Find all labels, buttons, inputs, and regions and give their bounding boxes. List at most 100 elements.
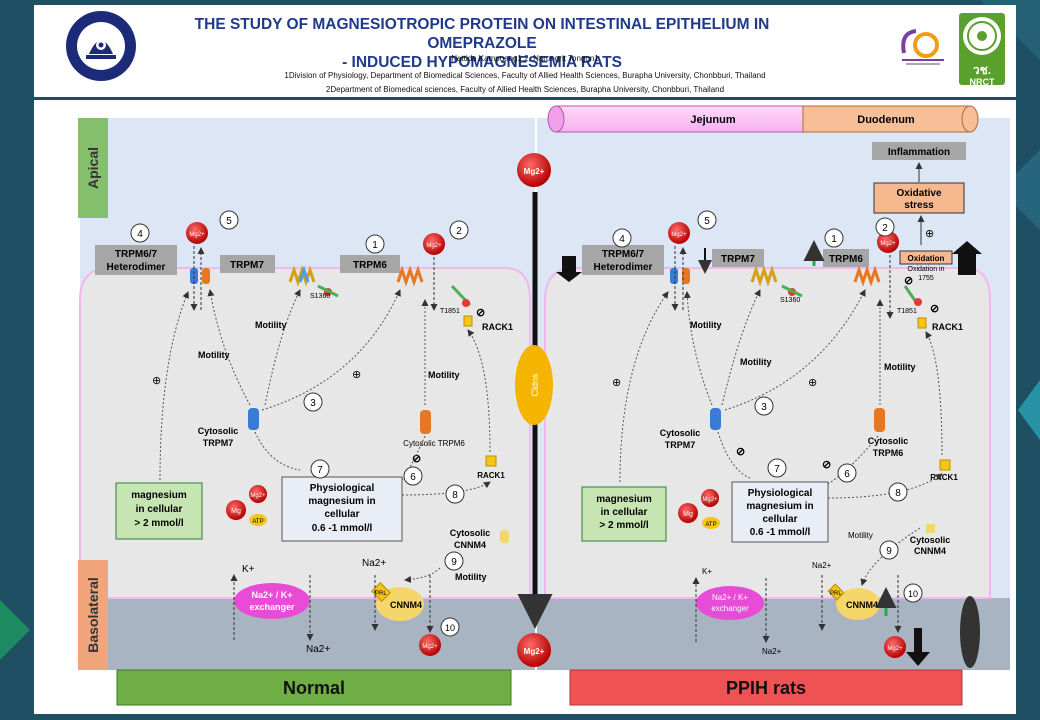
rack1-cytosolic-ppih-label: RACK1: [930, 473, 958, 482]
mg-ion-2-ppih: [877, 231, 899, 253]
oxidative-stress-box: [873, 182, 965, 214]
ppih-panel: Inflammation Oxidative stress ⊕ Oxidatio…: [556, 142, 982, 668]
poster-header: THE STUDY OF MAGNESIOTROPIC PROTEIN ON I…: [34, 5, 1016, 97]
university-seal-logo: [66, 11, 136, 81]
mg-ion-5-label: Mg2+: [189, 232, 205, 238]
trpm67-line1: TRPM6/7: [115, 249, 158, 260]
normal-bar: [116, 669, 512, 706]
inhibit-ppih-icon-1: ⊘: [736, 446, 745, 458]
claudin-channel: [515, 345, 553, 425]
cellular-mg-box-ppih: [581, 486, 667, 542]
na-ppih-cnnm4: Na2+: [812, 561, 832, 570]
mg-ion-5: [186, 222, 208, 244]
step-3-ppih: 3: [761, 402, 767, 413]
step-9: 9: [451, 557, 457, 568]
affiliation-1: 1Division of Physiology, Department of B…: [284, 71, 766, 80]
duodenum-label: Duodenum: [857, 114, 915, 126]
cytosolic-trpm6-ppih-icon: [874, 408, 885, 432]
affiliation-2: 2Department of Biomedical sciences, Facu…: [325, 85, 725, 94]
na-label-exchanger: Na2+: [306, 644, 330, 655]
trpm7-label: TRPM7: [230, 260, 264, 271]
trpm7-box: [220, 255, 275, 273]
s1360-label: S1360: [310, 293, 330, 300]
physiological-mg-box: [281, 476, 403, 542]
cyto-trpm6-ppih-line2: TRPM6: [873, 448, 904, 458]
inhibit-icon: ⊘: [412, 453, 421, 465]
mg-atp-icon: [226, 500, 246, 520]
step-6-ppih: 6: [844, 469, 850, 480]
cyto-cnnm4-line2: CNNM4: [454, 540, 486, 550]
intestine-end-cap: [960, 596, 980, 668]
step-9-ppih: 9: [886, 546, 892, 557]
trpm6-membrane-protein-icon: [396, 265, 473, 327]
phys-line3: cellular: [324, 509, 359, 520]
cytosolic-trpm7-ppih-icon: [710, 408, 721, 430]
mg-ion-10-ppih-label: Mg2+: [887, 646, 903, 652]
trpm67-box-ppih: [582, 245, 664, 275]
step-10: 10: [445, 623, 455, 633]
trpm7-ppih-label: TRPM7: [721, 254, 755, 265]
oxidation-box: [899, 250, 953, 265]
motility-ppih-4: Motility: [848, 531, 873, 540]
step-1: 1: [372, 240, 378, 251]
k-ppih-label: K+: [702, 567, 712, 576]
stimulate-icon-2: ⊕: [352, 369, 361, 381]
cyto-trpm7-ppih-line2: TRPM7: [665, 440, 696, 450]
normal-panel: TRPM6/7 Heterodimer TRPM7 TRPM6 S1360 T1…: [95, 222, 513, 656]
basolateral-label: Basolateral: [85, 577, 101, 652]
up-arrow-oxidation-icon: [952, 241, 982, 275]
prl-ppih-icon: [827, 583, 845, 601]
stimulate-icon: ⊕: [152, 375, 161, 387]
cellular-mg-box: [115, 482, 203, 540]
jejunum-label: Jejunum: [690, 114, 735, 126]
step-5-ppih: 5: [704, 216, 710, 227]
cellular-mg-line3: > 2 mmol/l: [134, 518, 183, 529]
free-mg-ppih-label: Mg2+: [702, 497, 718, 503]
na-label-cnnm4: Na2+: [362, 558, 386, 569]
step-1-ppih: 1: [831, 234, 837, 245]
cellular-mg-line2: in cellular: [136, 504, 183, 515]
cellular-ppih-line1: magnesium: [596, 494, 652, 505]
motility-label-1: Motility: [255, 320, 287, 330]
inhibit-oxidation-icon: ⊘: [904, 275, 913, 287]
authors: Nattida Kampuang1,2, Narongrit Tongon1: [451, 54, 599, 63]
mg-ion-10-ppih: [884, 636, 906, 658]
oxidation-1755-line2: 1755: [918, 275, 934, 282]
trpm6-ppih-label: TRPM6: [829, 254, 863, 265]
oxidation-1755-line1: Oxidation in: [908, 266, 945, 273]
mg-ion-10: [419, 634, 441, 656]
step-7: 7: [317, 465, 323, 476]
cnnm4-transporter-ppih: [836, 588, 880, 620]
title-line-1: THE STUDY OF MAGNESIOTROPIC PROTEIN ON I…: [194, 16, 770, 52]
trpm6-box-ppih: [823, 249, 869, 267]
down-arrow-trpm67-icon: [556, 256, 582, 282]
trpm6-label: TRPM6: [353, 260, 387, 271]
trpm7-box-ppih: [712, 249, 764, 267]
cyto-trpm6-ppih-line1: Cytosolic: [868, 436, 909, 446]
trpm6-channel-icon: [202, 268, 210, 284]
trpm6-box: [340, 255, 400, 273]
cytosolic-trpm7-line2: TRPM7: [203, 438, 234, 448]
nrct-thai: วช.: [972, 63, 992, 77]
atp-label: ATP: [252, 519, 263, 525]
exchanger-line1: Na2+ / K+: [251, 590, 292, 600]
ppih-label: PPIH rats: [726, 678, 806, 698]
inhibit-ppih-icon-2: ⊘: [822, 459, 831, 471]
apical-label-box: [78, 118, 108, 218]
phys-ppih-line1: Physiological: [748, 488, 813, 499]
free-mg-ppih-icon: [701, 489, 719, 507]
cnnm4-ppih-label: CNNM4: [846, 600, 878, 610]
mg-ion-10-label: Mg2+: [422, 644, 438, 650]
mg-ion-2: [423, 233, 445, 255]
step-8-ppih: 8: [895, 488, 901, 499]
na-k-exchanger-ppih: [696, 586, 764, 620]
step-2: 2: [456, 226, 462, 237]
cyto-trpm7-ppih-line1: Cytosolic: [660, 428, 701, 438]
step-7-ppih: 7: [774, 464, 780, 475]
phys-ppih-line3: cellular: [762, 514, 797, 525]
title-line-2: - INDUCED HYPOMAGNESEMIA RATS: [342, 54, 622, 71]
na-ppih-exchanger: Na2+: [762, 647, 782, 656]
step-10-ppih: 10: [908, 589, 918, 599]
basolateral-label-box: [78, 560, 108, 670]
nrct-emblem-icon: [963, 17, 1001, 55]
